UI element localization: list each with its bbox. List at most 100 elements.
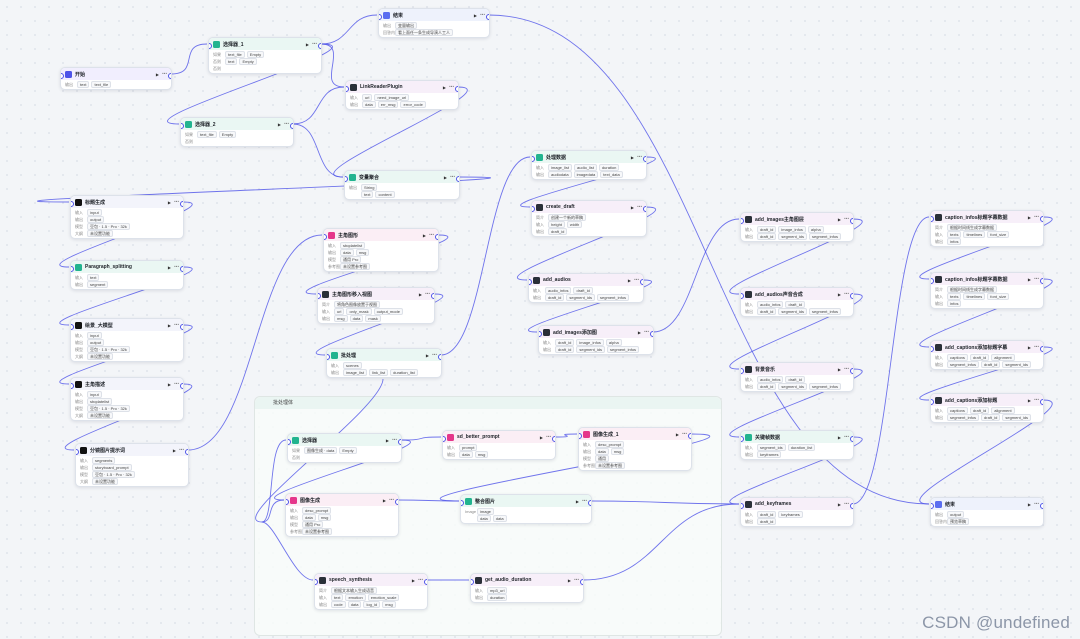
more-icon[interactable]: ⋯ — [634, 277, 639, 283]
run-icon[interactable]: ▶ — [837, 216, 841, 222]
output-port[interactable] — [1040, 399, 1043, 405]
node-header[interactable]: add_keyframes▶⋯ — [741, 498, 853, 510]
more-icon[interactable]: ⋯ — [174, 381, 179, 387]
run-icon[interactable]: ▶ — [567, 577, 571, 583]
run-icon[interactable]: ▶ — [167, 199, 171, 205]
output-port[interactable] — [395, 499, 398, 505]
more-icon[interactable]: ⋯ — [1034, 214, 1039, 220]
more-icon[interactable]: ⋯ — [844, 216, 849, 222]
more-icon[interactable]: ⋯ — [1034, 276, 1039, 282]
node-header[interactable]: add_captions添加标题字幕▶⋯ — [931, 341, 1043, 353]
edge-sel2-to-linkreader[interactable] — [292, 86, 345, 125]
output-port[interactable] — [588, 500, 591, 506]
output-port[interactable] — [688, 433, 691, 439]
edge-sel1-to-linkreader[interactable] — [320, 43, 345, 88]
more-icon[interactable]: ⋯ — [429, 232, 434, 238]
edge-sel2-to-varmerge[interactable] — [292, 123, 344, 178]
more-icon[interactable]: ⋯ — [312, 41, 317, 47]
node-header[interactable]: 分镜图片提示词▶⋯ — [76, 444, 188, 456]
output-port[interactable] — [580, 579, 583, 585]
run-icon[interactable]: ▶ — [637, 329, 641, 335]
output-port[interactable] — [398, 439, 401, 445]
run-icon[interactable]: ▶ — [385, 437, 389, 443]
output-port[interactable] — [290, 123, 293, 129]
more-icon[interactable]: ⋯ — [844, 291, 849, 297]
node-header[interactable]: LinkReaderPlugin▶⋯ — [346, 81, 458, 93]
output-port[interactable] — [180, 324, 183, 330]
more-icon[interactable]: ⋯ — [174, 322, 179, 328]
run-icon[interactable]: ▶ — [1027, 214, 1031, 220]
run-icon[interactable]: ▶ — [1027, 344, 1031, 350]
output-port[interactable] — [180, 266, 183, 272]
node-header[interactable]: 选择器_2▶⋯ — [181, 118, 293, 130]
node-header[interactable]: 结束▶⋯ — [379, 9, 489, 21]
node-header[interactable]: caption_infos标题字幕数据▶⋯ — [931, 211, 1043, 223]
more-icon[interactable]: ⋯ — [1034, 344, 1039, 350]
node-header[interactable]: 图像生成▶⋯ — [286, 494, 398, 506]
node-header[interactable]: create_draft▶⋯ — [532, 201, 646, 213]
more-icon[interactable]: ⋯ — [1034, 397, 1039, 403]
more-icon[interactable]: ⋯ — [449, 84, 454, 90]
run-icon[interactable]: ▶ — [155, 71, 159, 77]
output-port[interactable] — [318, 43, 321, 49]
run-icon[interactable]: ▶ — [473, 12, 477, 18]
run-icon[interactable]: ▶ — [167, 264, 171, 270]
output-port[interactable] — [850, 503, 853, 509]
node-header[interactable]: speech_synthesis▶⋯ — [315, 574, 427, 586]
run-icon[interactable]: ▶ — [1027, 276, 1031, 282]
more-icon[interactable]: ⋯ — [637, 154, 642, 160]
run-icon[interactable]: ▶ — [539, 434, 543, 440]
node-header[interactable]: 选择器_1▶⋯ — [209, 38, 321, 50]
node-header[interactable]: add_captions添加标题▶⋯ — [931, 394, 1043, 406]
more-icon[interactable]: ⋯ — [844, 501, 849, 507]
node-header[interactable]: 关键帧数据▶⋯ — [741, 431, 853, 443]
more-icon[interactable]: ⋯ — [844, 434, 849, 440]
output-port[interactable] — [643, 156, 646, 162]
run-icon[interactable]: ▶ — [411, 577, 415, 583]
edge-start-to-sel1[interactable] — [170, 43, 208, 75]
run-icon[interactable]: ▶ — [442, 84, 446, 90]
node-header[interactable]: get_audio_duration▶⋯ — [471, 574, 583, 586]
node-header[interactable]: 开始▶⋯ — [61, 68, 171, 80]
node-header[interactable]: 主角描述▶⋯ — [71, 378, 183, 390]
output-port[interactable] — [180, 383, 183, 389]
output-port[interactable] — [850, 368, 853, 374]
run-icon[interactable]: ▶ — [172, 447, 176, 453]
run-icon[interactable]: ▶ — [422, 232, 426, 238]
node-header[interactable]: sd_better_prompt▶⋯ — [443, 431, 555, 443]
output-port[interactable] — [185, 449, 188, 455]
run-icon[interactable]: ▶ — [675, 431, 679, 437]
input-port[interactable] — [379, 14, 382, 20]
more-icon[interactable]: ⋯ — [389, 497, 394, 503]
input-port[interactable] — [471, 579, 474, 585]
node-header[interactable]: 标题生成▶⋯ — [71, 196, 183, 208]
more-icon[interactable]: ⋯ — [582, 498, 587, 504]
more-icon[interactable]: ⋯ — [480, 12, 485, 18]
node-header[interactable]: add_images添加图▶⋯ — [539, 326, 653, 338]
node-header[interactable]: 整合图片▶⋯ — [461, 495, 591, 507]
more-icon[interactable]: ⋯ — [174, 199, 179, 205]
node-header[interactable]: 主角图形▶⋯ — [324, 229, 438, 241]
output-port[interactable] — [431, 293, 434, 299]
run-icon[interactable]: ▶ — [630, 204, 634, 210]
run-icon[interactable]: ▶ — [1027, 397, 1031, 403]
node-header[interactable]: caption_infos标题字幕数据▶⋯ — [931, 273, 1043, 285]
